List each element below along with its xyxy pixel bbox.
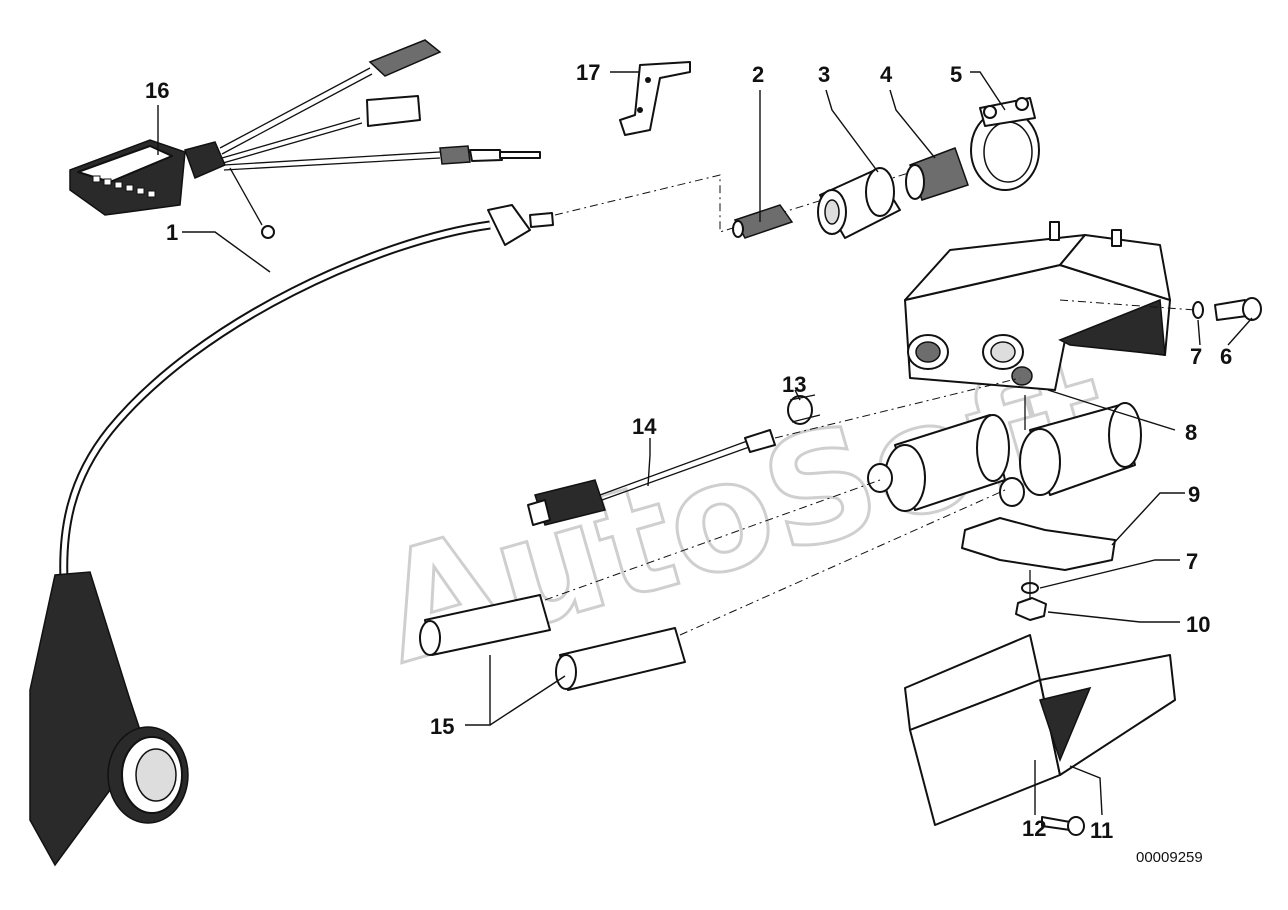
label-part-15: 15: [430, 714, 454, 739]
leader-lines: [157, 71, 1253, 816]
part-3-nut: [817, 167, 901, 239]
part-12-protective-plate: [904, 634, 1176, 826]
label-part-10: 10: [1186, 612, 1210, 637]
part-2-sleeve: [732, 204, 794, 239]
part-13-clip: [787, 394, 821, 425]
label-part-7-lower: 7: [1186, 549, 1198, 574]
label-part-12: 12: [1022, 816, 1046, 841]
part-7-washer-upper: [1192, 301, 1204, 319]
part-number-labels: 1 2 3 4 5 6 7 8 9 7 10 11 12 13 14 15 16…: [145, 60, 1232, 843]
label-part-16: 16: [145, 78, 169, 103]
label-part-14: 14: [632, 414, 657, 439]
label-part-7-upper: 7: [1190, 344, 1202, 369]
part-14-sensor: [527, 429, 776, 526]
part-15-connector-lower: [555, 627, 686, 691]
label-part-6: 6: [1220, 344, 1232, 369]
part-1-cable: [29, 204, 554, 867]
label-part-11: 11: [1090, 818, 1113, 843]
part-11-screw: [1041, 816, 1085, 836]
label-part-1: 1: [166, 220, 178, 245]
part-15-connector-upper: [419, 594, 551, 656]
label-part-3: 3: [818, 62, 830, 87]
part-5-clamp: [970, 97, 1040, 191]
label-part-13: 13: [782, 372, 806, 397]
part-4-grommet: [905, 147, 969, 201]
part-17-bracket: [619, 61, 691, 136]
part-16-wiring-harness: [69, 39, 541, 239]
ignition-coil-front: [867, 414, 1010, 512]
part-6-screw: [1214, 297, 1262, 321]
part-8-coil-carrier: [904, 221, 1171, 430]
part-10-nut: [1015, 597, 1047, 621]
label-part-2: 2: [752, 62, 764, 87]
part-9-holder: [961, 517, 1116, 571]
label-part-8: 8: [1185, 420, 1197, 445]
document-id: 00009259: [1136, 849, 1203, 866]
label-part-17: 17: [576, 60, 600, 85]
label-part-5: 5: [950, 62, 962, 87]
label-part-4: 4: [880, 62, 893, 87]
label-part-9: 9: [1188, 482, 1200, 507]
ignition-coil-rear: [999, 402, 1142, 507]
